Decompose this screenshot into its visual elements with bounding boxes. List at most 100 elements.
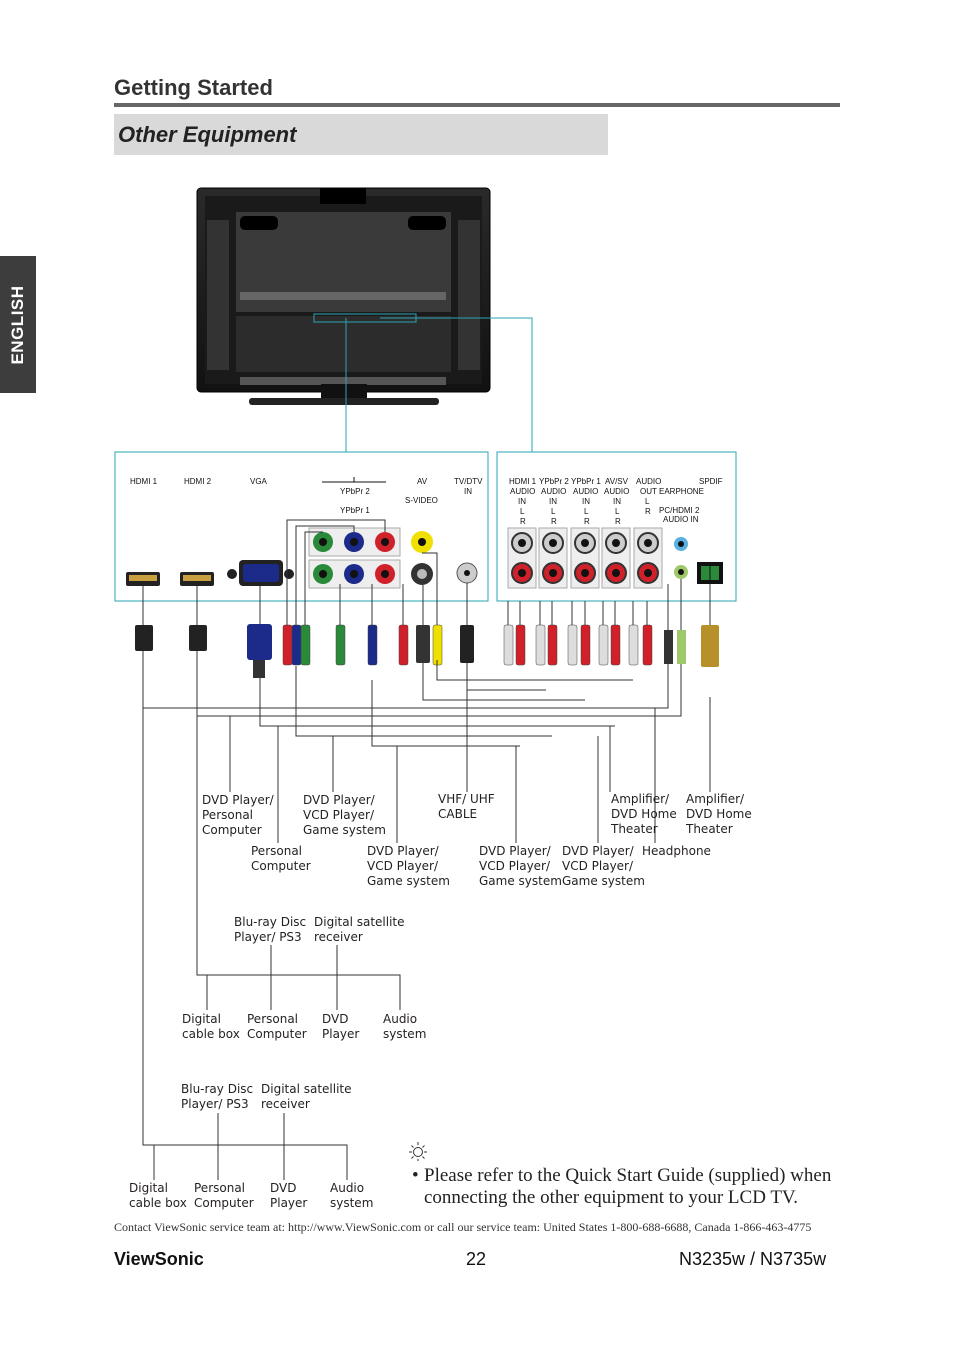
antenna-plug — [460, 625, 474, 663]
subsection-banner: Other Equipment — [114, 114, 608, 155]
audio-jacks — [507, 527, 663, 589]
col3-audio: AUDIO — [573, 487, 598, 496]
device-headphone: Headphone — [642, 844, 711, 858]
rca-plug — [335, 624, 346, 666]
col5-l: L — [645, 497, 650, 506]
svideo-plug — [416, 625, 430, 663]
tvdtv-label: TV/DTV — [454, 477, 483, 486]
col1-r: R — [520, 517, 526, 526]
col4-in: IN — [613, 497, 621, 506]
hdmi1-port-label: HDMI 1 — [130, 477, 158, 486]
rca-plug — [567, 624, 578, 666]
section-title: Getting Started — [114, 75, 273, 100]
rca-plug — [535, 624, 546, 666]
footer-page-number: 22 — [466, 1249, 487, 1269]
col2-r: R — [551, 517, 557, 526]
vga-port-label: VGA — [250, 477, 268, 486]
rca-plug — [610, 624, 621, 666]
note-text: Please refer to the Quick Start Guide (s… — [424, 1165, 832, 1208]
hdmi1-plug — [135, 625, 153, 651]
lightbulb-icon — [409, 1142, 427, 1161]
rca-plug — [282, 624, 293, 666]
title-divider — [114, 103, 840, 107]
col3-label: YPbPr 1 — [571, 477, 601, 486]
language-tab: ENGLISH — [0, 256, 36, 393]
ypbpr1-label: YPbPr 1 — [340, 506, 370, 515]
pc-hdmi2-audio-in: AUDIO IN — [663, 515, 699, 524]
pc-hdmi2-label: PC/HDMI 2 — [659, 506, 700, 515]
col3-l: L — [584, 507, 589, 516]
note-bullet: • — [412, 1165, 419, 1186]
device-dvd-vcd-game-2: DVD Player/VCD Player/Game system — [367, 844, 450, 888]
col1-label: HDMI 1 — [509, 477, 537, 486]
rca-plug — [628, 624, 639, 666]
rca-plugs — [282, 601, 653, 666]
ypbpr2-label: YPbPr 2 — [340, 487, 370, 496]
rca-plug — [367, 624, 378, 666]
rca-plug — [432, 624, 443, 666]
subsection-title: Other Equipment — [118, 122, 297, 147]
right-audio-panel: HDMI 1 AUDIO IN L R YPbPr 2 AUDIO IN L R… — [496, 451, 737, 602]
footer-brand: ViewSonic — [114, 1249, 204, 1269]
callout-lines — [345, 317, 533, 452]
spdif-plug — [701, 625, 719, 667]
vga-plug — [247, 624, 272, 660]
col4-l: L — [615, 507, 620, 516]
pc-audio-plug — [677, 630, 686, 664]
col2-audio: AUDIO — [541, 487, 566, 496]
tvdtv-in-label: IN — [464, 487, 472, 496]
col4-label: AV/SV — [605, 477, 629, 486]
rca-plug — [398, 624, 409, 666]
col3-r: R — [584, 517, 590, 526]
col3-in: IN — [582, 497, 590, 506]
rca-plug — [515, 624, 526, 666]
device-dvd-vcd-game-4: DVD Player/VCD Player/Game system — [562, 844, 645, 888]
earphone-label: EARPHONE — [659, 487, 704, 496]
col1-in: IN — [518, 497, 526, 506]
col1-audio: AUDIO — [510, 487, 535, 496]
contact-line: Contact ViewSonic service team at: http:… — [114, 1220, 812, 1234]
col5-label: AUDIO — [636, 477, 661, 486]
rca-plug — [291, 624, 302, 666]
rca-plug — [642, 624, 653, 666]
headphone-plug — [664, 630, 673, 664]
rca-plug — [300, 624, 311, 666]
col5-out: OUT — [640, 487, 657, 496]
rca-plug — [503, 624, 514, 666]
col2-label: YPbPr 2 — [539, 477, 569, 486]
tv-back-illustration — [196, 187, 491, 405]
hdmi2-port-label: HDMI 2 — [184, 477, 212, 486]
col2-in: IN — [549, 497, 557, 506]
footer-model: N3235w / N3735w — [679, 1249, 827, 1269]
rca-plug — [598, 624, 609, 666]
rca-plug — [580, 624, 591, 666]
col4-r: R — [615, 517, 621, 526]
col4-audio: AUDIO — [604, 487, 629, 496]
svideo-label: S-VIDEO — [405, 496, 438, 505]
rca-plug — [547, 624, 558, 666]
col2-l: L — [551, 507, 556, 516]
spdif-label: SPDIF — [699, 477, 723, 486]
av-label: AV — [417, 477, 428, 486]
device-dvd-vcd-game-1: DVD Player/VCD Player/Game system — [303, 793, 386, 837]
device-dvd-vcd-game-3: DVD Player/VCD Player/Game system — [479, 844, 562, 888]
